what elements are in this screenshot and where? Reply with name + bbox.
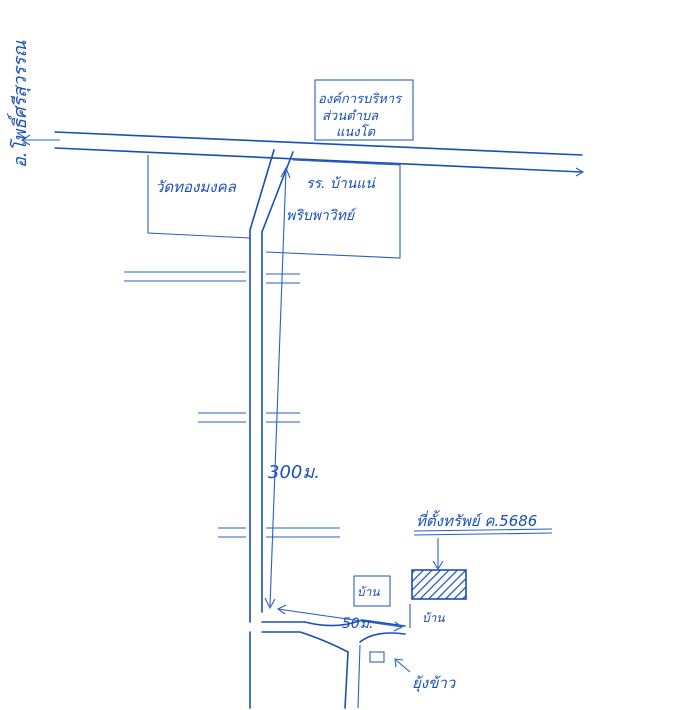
direction-label: อ.โพธิ์ศรีสุวรรณ	[6, 40, 31, 168]
admin-office-label-1: องค์การบริหาร	[318, 91, 403, 107]
admin-office: องค์การบริหาร ส่วนตำบล แนงโต	[314, 79, 414, 141]
granary-label: ยุ้งข้าว	[412, 674, 457, 692]
property-parcel	[411, 569, 467, 600]
school-box: รร. บ้านแน่ พริบพาวิทย์	[265, 159, 401, 259]
house-1: บ้าน	[353, 575, 391, 607]
house-2-label: บ้าน	[422, 611, 445, 625]
side-road	[249, 149, 294, 623]
cross-lanes	[124, 271, 340, 538]
property-label: ที่ตั้งทรัพย์ ค.5686	[416, 510, 537, 530]
main-highway	[54, 131, 583, 173]
school-label-1: รร. บ้านแน่	[306, 176, 376, 192]
distance-arrow-side	[276, 604, 404, 632]
school-label-2: พริบพาวิทย์	[286, 207, 357, 224]
bottom-lane	[249, 619, 406, 709]
admin-office-label-3: แนงโต	[336, 124, 376, 140]
property-arrow	[432, 538, 444, 571]
temple-box: วัดทองมงคล	[147, 155, 251, 239]
granary: ยุ้งข้าว	[369, 651, 457, 692]
property-label-underline-2	[413, 532, 553, 536]
distance-arrow-main	[264, 166, 291, 610]
right-road-end-arrow	[575, 167, 585, 177]
distance-main-label: 300ม.	[268, 462, 320, 483]
distance-side-label: 50ม.	[342, 616, 374, 632]
house-1-label: บ้าน	[357, 585, 380, 599]
property-label-underline	[413, 528, 553, 532]
temple-label: วัดทองมงคล	[155, 178, 237, 196]
house-2: บ้าน	[409, 604, 445, 628]
admin-office-label-2: ส่วนตำบล	[322, 109, 379, 124]
left-direction-arrow	[20, 134, 60, 146]
